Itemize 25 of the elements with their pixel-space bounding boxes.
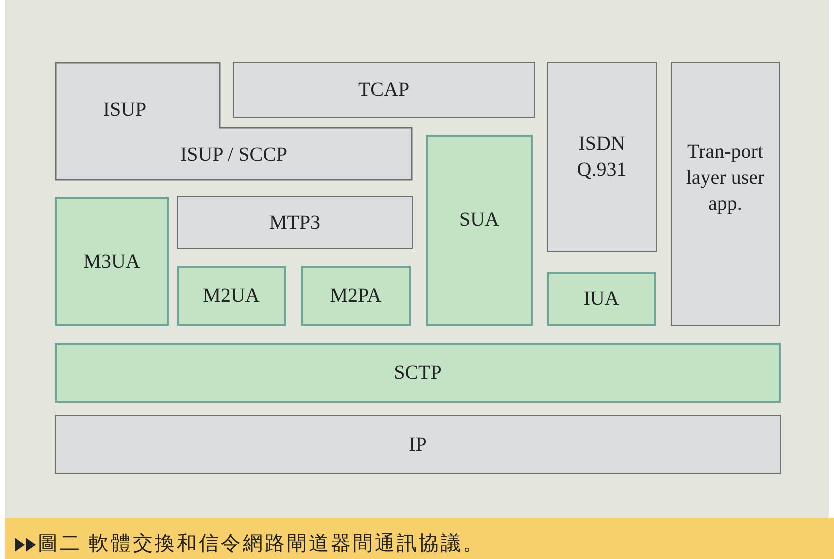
layer-block [55,343,781,403]
layer-block [177,196,413,249]
layer-label: MTP3 [269,210,321,236]
layer-block [547,62,657,252]
layer-label: M2PA [330,284,382,309]
layer-label: SCTP [394,361,442,386]
layer-block [177,266,286,326]
layer-block [547,272,656,326]
layer-block [426,135,533,326]
layer-label: IUA [584,287,620,312]
layer-label: TCAP [358,78,410,103]
layer-label: IP [409,432,427,458]
layer-block [55,197,169,326]
layer-label: M3UA [84,250,140,274]
layer-label: ISUP / SCCP [180,143,288,168]
layer-block [671,62,780,326]
caption: 圖二 軟體交換和信令網路閘道器間通訊協議。 [38,532,485,557]
layer-block [233,62,535,118]
layer-label: Tran-port layer user app. [685,140,766,217]
layer-label: M2UA [203,284,260,309]
layer-label: ISUP [103,98,147,123]
layer-label: ISDN Q.931 [576,132,628,183]
layer-label: SUA [459,208,500,233]
layer-block [55,415,781,474]
layer-block [301,266,411,326]
